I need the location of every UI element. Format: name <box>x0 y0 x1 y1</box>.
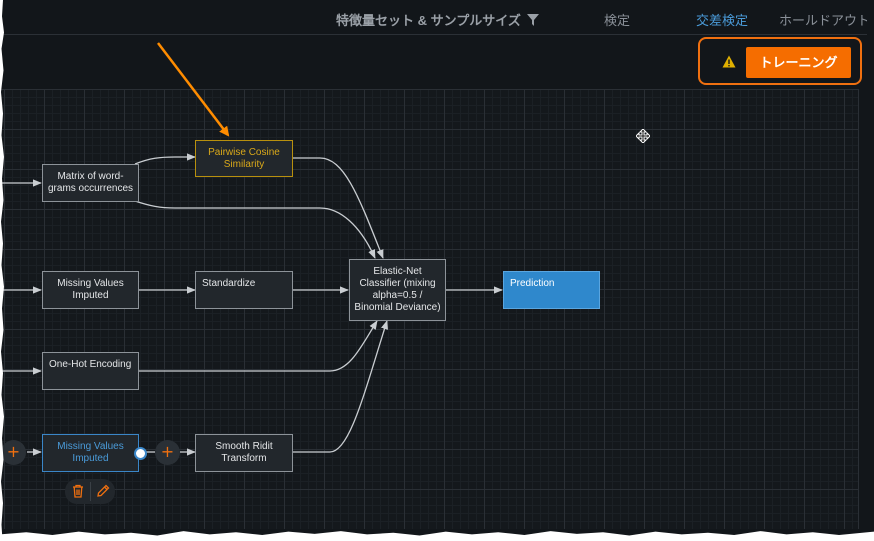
node-label: Standardize <box>202 278 256 289</box>
window-right-edge <box>867 0 874 541</box>
add-node-button-left[interactable]: + <box>1 440 26 465</box>
node-standardize[interactable]: Standardize <box>195 271 293 309</box>
add-node-button-right[interactable]: + <box>155 440 180 465</box>
node-label: Prediction <box>510 278 555 289</box>
node-label: Missing Values Imputed <box>57 441 124 464</box>
node-matrix-word-grams[interactable]: Matrix of word-grams occurrences <box>42 164 139 202</box>
node-label: Elastic-Net Classifier (mixing alpha=0.5… <box>354 266 441 313</box>
node-label: Pairwise Cosine Similarity <box>208 146 280 170</box>
train-callout-box: トレーニング <box>698 37 862 85</box>
node-missing-values-imputed-selected[interactable]: Missing Values Imputed <box>42 434 139 472</box>
node-prediction[interactable]: Prediction <box>503 271 600 309</box>
tab-validation[interactable]: 検定 <box>604 13 631 28</box>
torn-edge-left <box>0 0 4 541</box>
filter-icon[interactable] <box>527 14 540 26</box>
node-missing-values-imputed[interactable]: Missing Values Imputed <box>42 271 139 309</box>
node-pairwise-cosine-similarity[interactable]: Pairwise Cosine Similarity <box>195 140 293 177</box>
train-button[interactable]: トレーニング <box>746 47 851 78</box>
top-tab-bar: 特徴量セット & サンプルサイズ 検定 交差検定 ホールドアウト <box>0 0 874 35</box>
node-smooth-ridit-transform[interactable]: Smooth Ridit Transform <box>195 434 293 472</box>
warning-triangle-icon <box>722 55 736 68</box>
node-label: Smooth Ridit Transform <box>215 441 273 464</box>
node-label: Matrix of word-grams occurrences <box>47 171 134 194</box>
node-action-toolbar <box>65 479 115 504</box>
tab-feature-set-sample-size[interactable]: 特徴量セット & サンプルサイズ <box>336 10 540 29</box>
node-one-hot-encoding[interactable]: One-Hot Encoding <box>42 352 139 390</box>
torn-edge-bottom <box>0 531 874 541</box>
output-port-handle[interactable] <box>134 447 147 460</box>
node-label: One-Hot Encoding <box>49 359 132 370</box>
tab-label: 特徴量セット & サンプルサイズ <box>336 13 521 28</box>
node-label: Missing Values Imputed <box>57 278 124 301</box>
move-cursor-icon <box>636 129 650 143</box>
tab-cross-validation[interactable]: 交差検定 <box>696 13 749 28</box>
node-elastic-net-classifier[interactable]: Elastic-Net Classifier (mixing alpha=0.5… <box>349 259 446 321</box>
pencil-icon[interactable] <box>96 484 110 498</box>
tab-holdout[interactable]: ホールドアウト <box>779 13 871 28</box>
trash-icon[interactable] <box>71 484 85 498</box>
toolbar-divider <box>90 482 91 501</box>
